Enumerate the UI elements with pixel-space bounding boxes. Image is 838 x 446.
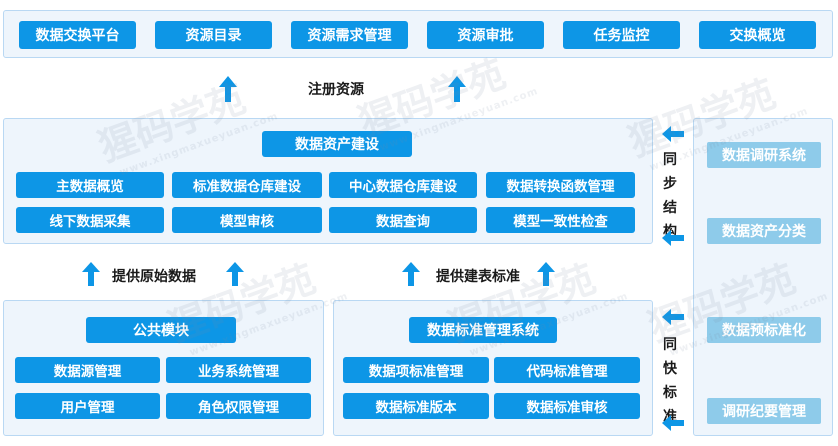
data-standard-title: 数据标准管理系统 [409, 317, 557, 343]
asset-item-central-warehouse[interactable]: 中心数据仓库建设 [329, 172, 477, 198]
top-bar-item-exchange-platform[interactable]: 数据交换平台 [19, 21, 136, 49]
arrow-left-icon [662, 415, 684, 431]
arrow-up-icon [82, 262, 100, 286]
asset-item-data-query[interactable]: 数据查询 [329, 207, 477, 233]
asset-item-offline-collection[interactable]: 线下数据采集 [16, 207, 164, 233]
asset-item-conversion-function[interactable]: 数据转换函数管理 [486, 172, 635, 198]
arrow-up-icon [448, 76, 466, 102]
arrow-up-icon [402, 262, 420, 286]
provide-raw-data-label: 提供原始数据 [112, 269, 196, 285]
arrow-left-icon [662, 126, 684, 142]
top-bar-panel [3, 10, 833, 58]
side-item-pre-standardization[interactable]: 数据预标准化 [707, 317, 821, 343]
arrow-up-icon [226, 262, 244, 286]
side-item-research-system[interactable]: 数据调研系统 [707, 142, 821, 168]
public-item-user-management[interactable]: 用户管理 [15, 393, 160, 419]
provide-table-standard-label: 提供建表标准 [436, 269, 520, 285]
standard-item-version[interactable]: 数据标准版本 [343, 393, 489, 419]
asset-item-standard-warehouse[interactable]: 标准数据仓库建设 [172, 172, 322, 198]
arrow-up-icon [219, 76, 237, 102]
register-resource-label: 注册资源 [308, 82, 364, 98]
top-bar-item-task-monitor[interactable]: 任务监控 [563, 21, 680, 49]
asset-item-model-consistency[interactable]: 模型一致性检查 [486, 207, 635, 233]
side-item-asset-classification[interactable]: 数据资产分类 [707, 218, 821, 244]
public-module-title: 公共模块 [86, 317, 236, 343]
public-item-business-system[interactable]: 业务系统管理 [166, 357, 311, 383]
asset-panel-title: 数据资产建设 [262, 131, 412, 157]
public-item-datasource[interactable]: 数据源管理 [15, 357, 160, 383]
standard-item-review[interactable]: 数据标准审核 [494, 393, 640, 419]
arrow-left-icon [662, 230, 684, 246]
top-bar-item-resource-approval[interactable]: 资源审批 [427, 21, 544, 49]
arrow-left-icon [662, 309, 684, 325]
top-bar-item-exchange-overview[interactable]: 交换概览 [699, 21, 816, 49]
arrow-up-icon [537, 262, 555, 286]
standard-item-data-item[interactable]: 数据项标准管理 [343, 357, 489, 383]
top-bar-item-demand-management[interactable]: 资源需求管理 [291, 21, 408, 49]
top-bar-item-resource-catalog[interactable]: 资源目录 [155, 21, 272, 49]
research-side-panel [693, 118, 833, 436]
public-item-role-permission[interactable]: 角色权限管理 [166, 393, 311, 419]
standard-item-code-standard[interactable]: 代码标准管理 [494, 357, 640, 383]
asset-item-master-data[interactable]: 主数据概览 [16, 172, 164, 198]
side-item-research-minutes[interactable]: 调研纪要管理 [707, 398, 821, 424]
asset-item-model-review[interactable]: 模型审核 [172, 207, 322, 233]
